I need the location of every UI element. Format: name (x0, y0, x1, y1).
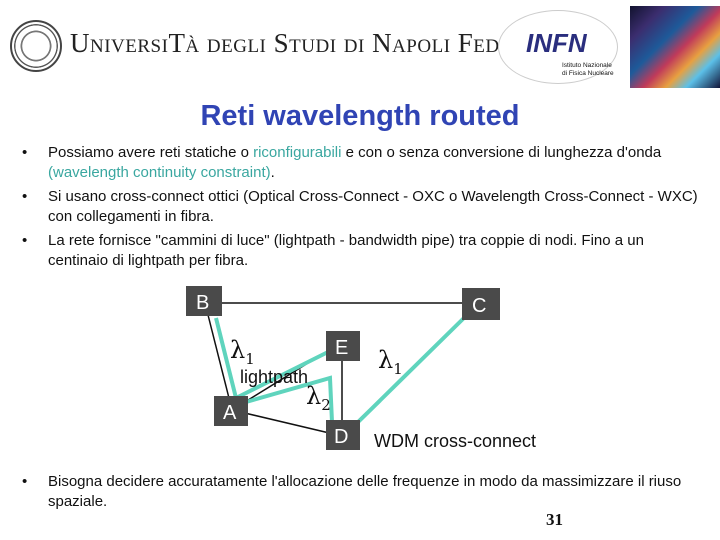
infn-logo-circle (498, 10, 618, 84)
fiber-optic-image (630, 6, 720, 88)
bullet-1-highlight-1: riconfigurabili (253, 144, 342, 161)
page-number: 31 (546, 510, 563, 529)
lambda1-left-label: λ1 (230, 336, 255, 368)
bullet-1-highlight-2: (wavelength continuity constraint) (48, 164, 271, 181)
lightpath-lambda2 (245, 375, 334, 423)
link-b-a (204, 302, 233, 411)
infn-logo-text: INFN (526, 28, 587, 58)
university-seal-logo (10, 20, 62, 72)
lambda1-right-sub: 1 (393, 360, 403, 378)
bullet-1-text-b: e con o senza conversione di lunghezza d… (341, 144, 662, 161)
node-b-box (186, 286, 222, 316)
lambda1-left-sub: 1 (245, 350, 255, 368)
bullet-item-2: • Si usano cross-connect ottici (Optical… (22, 187, 702, 227)
bullet-3-text: La rete fornisce "cammini di luce" (ligh… (48, 232, 644, 269)
node-a-box (214, 396, 248, 426)
bullet-2-text: Si usano cross-connect ottici (Optical C… (48, 188, 698, 225)
bullet-4-text: Bisogna decidere accuratamente l'allocaz… (48, 473, 682, 510)
link-a-d (231, 409, 343, 437)
bullet-item-4: • Bisogna decidere accuratamente l'alloc… (22, 472, 688, 512)
bullet-dot: • (22, 473, 28, 490)
lambda1-left-symbol: λ (230, 336, 245, 364)
node-c-label: C (472, 295, 486, 317)
bullet-dot: • (22, 232, 28, 249)
node-c-box (462, 288, 500, 320)
lightpath-lambda1-right (350, 312, 470, 430)
bullet-dot: • (22, 144, 28, 161)
bullet-1-text-c: . (270, 164, 275, 181)
node-e-box (326, 331, 360, 361)
infn-subtitle-line1: Istituto Nazionale (562, 62, 612, 69)
slide-title: Reti wavelength routed (200, 100, 520, 132)
lambda1-right-label: λ1 (378, 346, 403, 378)
node-b-label: B (196, 292, 209, 314)
wdm-cross-connect-label: WDM cross-connect (374, 431, 536, 451)
node-a-label: A (223, 402, 237, 424)
bullet-list: • Possiamo avere reti statiche o riconfi… (22, 143, 702, 275)
lightpath-label: lightpath (240, 367, 308, 387)
infn-logo: INFN Istituto Nazionale di Fisica Nuclea… (498, 10, 626, 84)
lambda2-symbol: λ (306, 382, 321, 410)
bullet-item-3: • La rete fornisce "cammini di luce" (li… (22, 231, 702, 271)
bullet-1-text-a: Possiamo avere reti statiche o (48, 144, 254, 161)
lambda2-sub: 2 (321, 396, 331, 414)
node-e-label: E (335, 337, 348, 359)
infn-subtitle-line2: di Fisica Nucleare (562, 70, 614, 77)
lambda1-right-symbol: λ (378, 346, 393, 374)
node-d-box (326, 420, 360, 450)
infn-logo-subtitle: Istituto Nazionale di Fisica Nucleare (562, 62, 614, 78)
bullet-item-1: • Possiamo avere reti statiche o riconfi… (22, 143, 702, 183)
bullet-dot: • (22, 188, 28, 205)
lambda2-label: λ2 (306, 382, 331, 414)
node-d-label: D (334, 426, 348, 448)
slide-header: UniversiTà degli Studi di Napoli Federic… (0, 0, 720, 88)
